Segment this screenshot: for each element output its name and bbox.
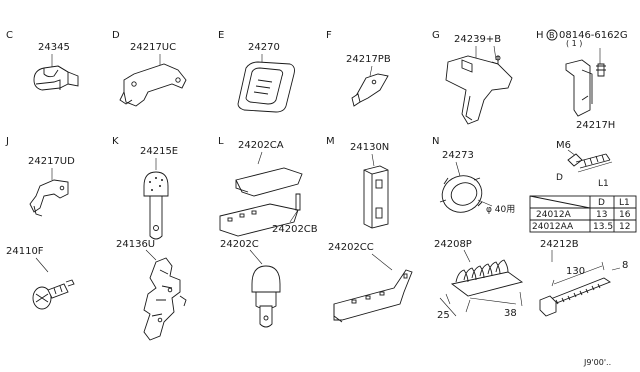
cell-24212b-part-number: 24212B: [540, 239, 579, 250]
cell-f-bracket-drawing: [351, 65, 389, 107]
cell-h-letter: H: [536, 30, 544, 41]
bolt-callout-icon: B: [546, 29, 558, 41]
cell-h-part-number: 24217H: [576, 120, 615, 131]
cell-24208p-part-number: 24208P: [434, 239, 472, 250]
cell-g-bracket-drawing: [445, 45, 513, 125]
bolt-table-row-1-d: 13: [596, 210, 607, 220]
cell-l-part-number: 24202CA: [238, 140, 284, 151]
cell-m-connector-drawing: [363, 153, 389, 229]
cell-24212b-tie-drawing: [539, 250, 621, 317]
cell-c-part-number: 24345: [38, 42, 70, 53]
cell-l-letter: L: [218, 136, 224, 147]
bolt-spec-table: D L1 24012A 13 16 24012AA 13.5 12: [529, 195, 637, 233]
cell-24208p-clip-drawing: [439, 249, 524, 317]
cell-l-bracket-drawing: [219, 151, 303, 237]
cell-d-letter: D: [112, 30, 120, 41]
cell-24110f-part-number: 24110F: [6, 246, 44, 257]
cell-n-part-number: 24273: [442, 150, 474, 161]
cell-c-letter: C: [6, 30, 13, 41]
cell-d-bracket-drawing: [119, 54, 187, 107]
cell-n-letter: N: [432, 136, 439, 147]
cell-24202cc-part-number: 24202CC: [328, 242, 374, 253]
bolt-table-row-2-part: 24012AA: [532, 222, 574, 232]
svg-text:B: B: [549, 31, 555, 40]
bolt-table-row-2-d: 13.5: [593, 222, 613, 232]
bolt-spec-drawing: [567, 149, 613, 173]
cell-d-part-number: 24217UC: [130, 42, 176, 53]
cell-24136u-bracket-drawing: [143, 249, 187, 341]
cell-h-bracket-drawing: [565, 48, 606, 117]
cell-24202cc-bracket-drawing: [333, 253, 413, 323]
cell-m-letter: M: [326, 136, 335, 147]
cell-n-note: φ 40用: [486, 204, 515, 215]
cell-m-part-number: 24130N: [350, 142, 389, 153]
cell-e-cover-drawing: [237, 54, 295, 113]
cell-h-bolt-qty: ( 1 ): [566, 39, 582, 48]
cell-g-part-number: 24239+B: [454, 34, 501, 45]
bolt-table-header-d: D: [598, 198, 605, 208]
cell-e-letter: E: [218, 30, 224, 41]
cell-k-letter: K: [112, 136, 119, 147]
bolt-table-row-2-l1: 12: [619, 222, 630, 232]
cell-k-clip-drawing: [143, 158, 169, 240]
bolt-spec-d-label: D: [556, 173, 563, 183]
cell-24110f-clip-drawing: [32, 257, 75, 310]
cell-n-grommet-drawing: [439, 161, 493, 213]
cell-24208p-dim-b: 38: [504, 308, 517, 319]
cell-24212b-dim-b: 8: [622, 260, 628, 271]
cell-f-letter: F: [326, 30, 332, 41]
bolt-spec-thread-label: M6: [556, 140, 571, 151]
cell-24212b-dim-a: 130: [566, 266, 585, 277]
cell-g-letter: G: [432, 30, 440, 41]
cell-l-part-number-2: 24202CB: [272, 224, 318, 235]
footer-code: J9'00'..: [583, 358, 611, 367]
cell-24202c-part-number: 24202C: [220, 239, 259, 250]
bolt-table-header-l1: L1: [619, 198, 630, 208]
cell-24136u-part-number: 24136U: [116, 239, 155, 250]
cell-e-part-number: 24270: [248, 42, 280, 53]
cell-24202c-clip-drawing: [249, 249, 281, 328]
cell-c-clip-drawing: [33, 54, 79, 91]
cell-j-letter: J: [5, 136, 9, 147]
cell-j-part-number: 24217UD: [28, 156, 75, 167]
cell-f-part-number: 24217PB: [346, 54, 391, 65]
bolt-table-row-1-part: 24012A: [536, 210, 572, 220]
cell-k-part-number: 24215E: [140, 146, 178, 157]
bolt-spec-l1-label: L1: [598, 179, 609, 189]
cell-24208p-dim-a: 25: [437, 310, 450, 321]
cell-h-bolt-part-number: 08146-6162G: [559, 30, 628, 41]
cell-j-bracket-drawing: [29, 168, 69, 217]
bolt-table-row-1-l1: 16: [619, 210, 631, 220]
